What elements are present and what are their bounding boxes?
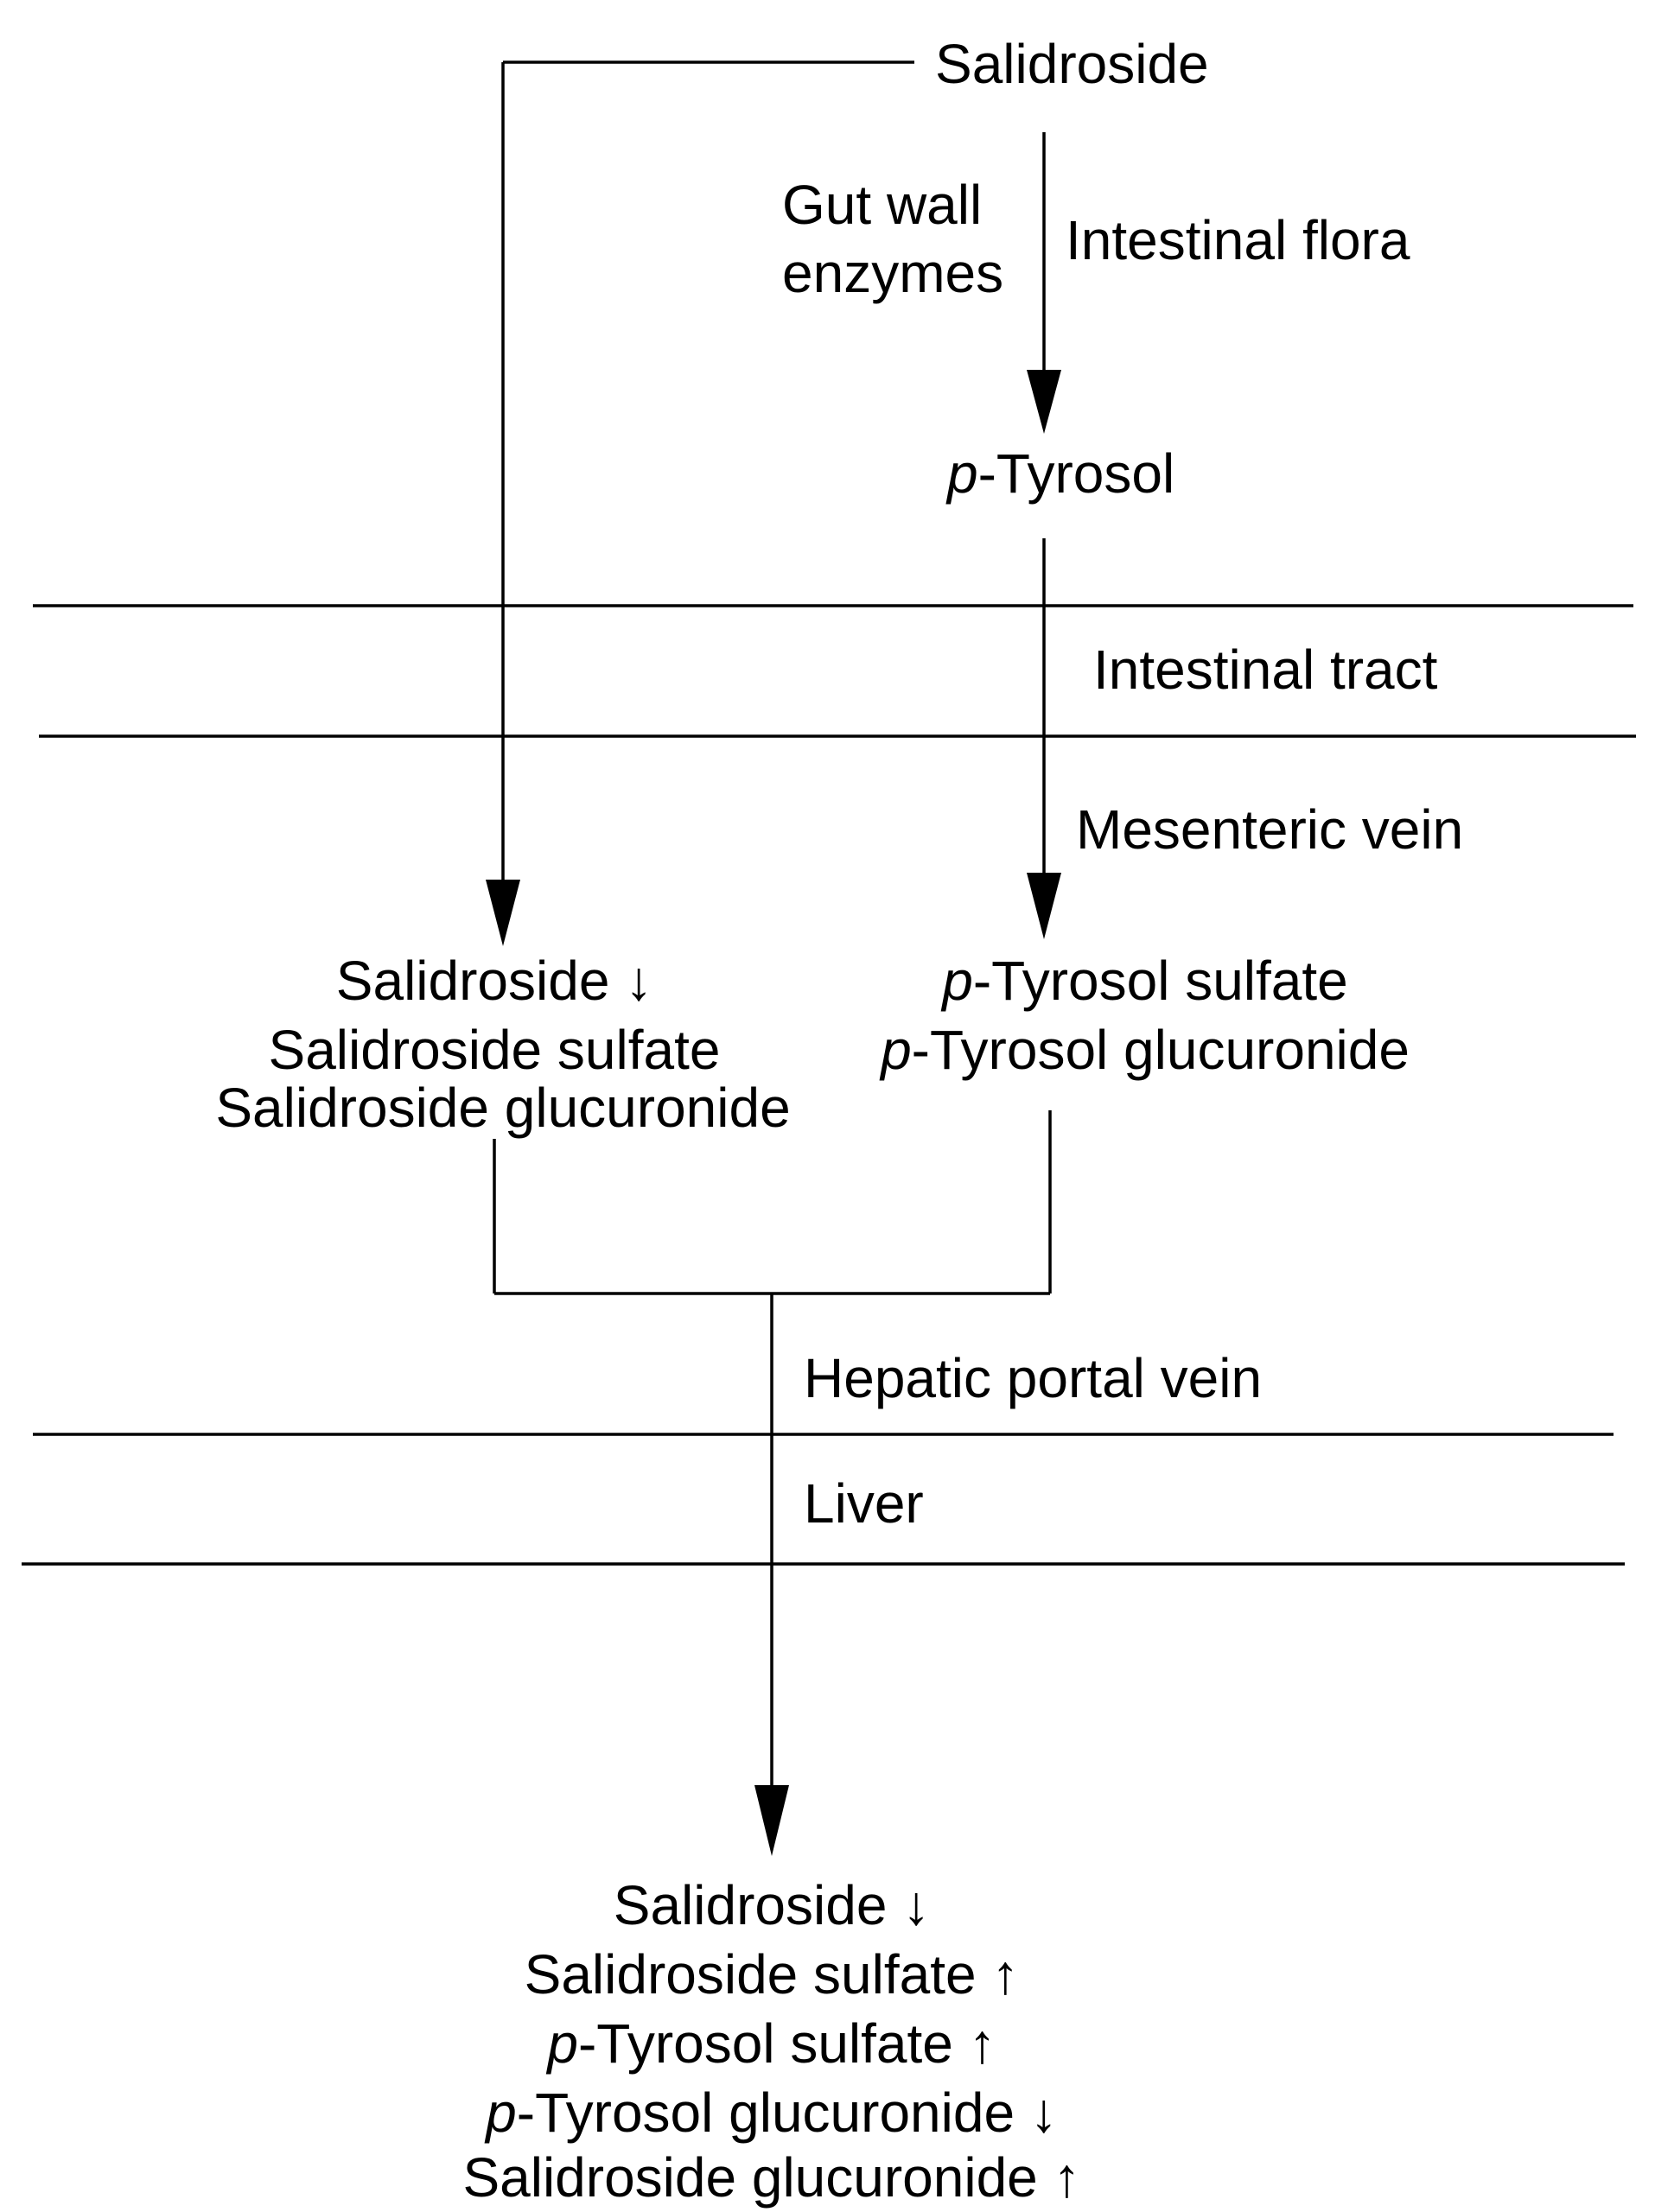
compound-name: Salidroside glucuronide — [462, 2146, 1038, 2209]
final-group-item: Salidroside sulfate ↑ — [525, 1940, 1020, 2009]
compound-name: -Tyrosol sulfate — [972, 950, 1348, 1012]
final-group-arrowhead — [754, 1785, 789, 1856]
trend-up-icon: ↑ — [991, 1943, 1020, 2005]
compound-name: Salidroside glucuronide — [215, 1077, 791, 1139]
p-prefix: p — [881, 1019, 912, 1081]
gut-wall-label: Gut wall — [782, 174, 983, 236]
intestinal-flora-label: Intestinal flora — [1066, 209, 1410, 271]
tyrosol-name: -Tyrosol — [977, 442, 1175, 505]
final-group-item: Salidroside ↓ — [614, 1871, 930, 1940]
right-group-item: p-Tyrosol sulfate — [942, 946, 1348, 1015]
salidroside-source-label: Salidroside — [935, 33, 1209, 95]
final-group-item: p-Tyrosol sulfate ↑ — [547, 2009, 996, 2078]
compound-name: Salidroside sulfate — [268, 1019, 721, 1081]
trend-down-icon: ↓ — [902, 1874, 931, 1936]
p-prefix: p — [547, 2012, 578, 2075]
compound-name: Salidroside — [335, 950, 610, 1012]
trend-down-icon: ↓ — [1029, 2082, 1058, 2144]
final-group-item: p-Tyrosol glucuronide ↓ — [486, 2078, 1058, 2147]
left-group-item: Salidroside glucuronide — [215, 1073, 790, 1142]
trend-down-icon: ↓ — [625, 950, 653, 1012]
final-group-item: Salidroside glucuronide ↑ — [462, 2143, 1080, 2212]
p-prefix: p — [942, 950, 973, 1012]
right-group-item: p-Tyrosol glucuronide — [881, 1015, 1410, 1084]
compound-name: -Tyrosol glucuronide — [516, 2082, 1015, 2144]
trend-up-icon: ↑ — [1053, 2146, 1081, 2209]
compound-name: -Tyrosol glucuronide — [911, 1019, 1410, 1081]
compound-name: Salidroside sulfate — [524, 1943, 977, 2005]
enzymes-label: enzymes — [782, 242, 1004, 304]
compound-name: -Tyrosol sulfate — [577, 2012, 953, 2075]
hepatic-portal-vein-label: Hepatic portal vein — [804, 1347, 1263, 1409]
right-group-arrowhead — [1027, 873, 1061, 939]
p-tyrosol-label: p-Tyrosol — [947, 439, 1174, 508]
left-group-arrowhead — [486, 880, 520, 946]
left-group-item: Salidroside sulfate — [269, 1015, 721, 1084]
p-prefix: p — [947, 442, 978, 505]
hydrolysis-arrowhead — [1027, 370, 1061, 434]
trend-up-icon: ↑ — [968, 2012, 996, 2075]
left-group-item: Salidroside ↓ — [336, 946, 652, 1015]
mesenteric-vein-label: Mesenteric vein — [1076, 798, 1464, 861]
p-prefix: p — [486, 2082, 517, 2144]
liver-label: Liver — [804, 1472, 924, 1535]
compound-name: Salidroside — [613, 1874, 888, 1936]
intestinal-tract-label: Intestinal tract — [1093, 639, 1438, 701]
